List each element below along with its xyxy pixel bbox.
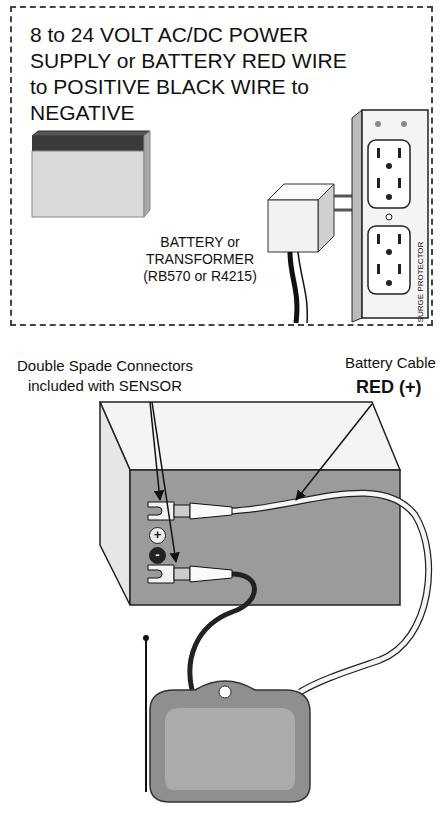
battery-face: +- [130, 470, 400, 605]
outlet-slot [377, 178, 380, 188]
outlet [368, 226, 410, 294]
sensor-housing [150, 681, 310, 802]
spec-text: 8 to 24 VOLT AC/DC POWER SUPPLY or BATTE… [30, 22, 360, 126]
transformer-front [268, 200, 318, 252]
battery-lid-top [32, 131, 150, 136]
outlet-ground [386, 163, 392, 169]
spade-connector [148, 565, 232, 583]
outlet-slot [398, 178, 401, 188]
red-cable-outline [232, 493, 429, 692]
polarity-sign: - [149, 547, 166, 564]
insulation-sleeve [190, 503, 232, 519]
indicator-dot [401, 121, 407, 127]
outlet-slot [398, 264, 401, 274]
red-cable [232, 493, 429, 692]
polarity-sign: + [149, 527, 166, 544]
spade-fork [148, 565, 174, 583]
outlet [368, 140, 410, 208]
outlet-slot [377, 148, 380, 158]
outlet-ground [386, 194, 392, 200]
outlet-ground [386, 249, 392, 255]
battery-top [100, 402, 400, 470]
battery-side [144, 131, 150, 217]
transformer [268, 184, 362, 323]
leader-arrow [296, 404, 372, 500]
outlet-slot [398, 148, 401, 158]
transformer-side [318, 184, 334, 252]
plate-screw [386, 214, 392, 220]
antenna [145, 640, 147, 792]
part-caption: BATTERY or TRANSFORMER (RB570 or R4215) [135, 234, 265, 285]
crimp-barrel [174, 505, 190, 517]
small-battery [32, 131, 150, 217]
surge-protector: SURGE PROTECTOR [355, 110, 431, 327]
crimp-barrel [174, 568, 190, 580]
battery-front [32, 151, 144, 217]
outlet-slot [377, 264, 380, 274]
spade-connector [148, 502, 232, 520]
antenna-tip [143, 635, 149, 641]
power-cord [290, 252, 297, 323]
leader-arrow [150, 402, 160, 500]
outlet-slot [398, 234, 401, 244]
indicator-dot [375, 121, 381, 127]
outlet-slot [377, 234, 380, 244]
surge-protector-art [352, 110, 428, 322]
callout-label: RED (+) [356, 376, 422, 398]
black-cable [190, 574, 255, 690]
power-cord [298, 252, 307, 323]
dashed-panel: 8 to 24 VOLT AC/DC POWER SUPPLY or BATTE… [10, 6, 433, 326]
battery-left-side [100, 402, 130, 605]
plate-side [352, 110, 362, 322]
callout-label: Battery Cable [345, 354, 436, 371]
battery-lid [32, 136, 144, 151]
sensor [143, 635, 310, 802]
spade-fork [148, 502, 174, 520]
callout-label: Double Spade Connectors included with SE… [5, 356, 205, 396]
vertical-label: SURGE PROTECTOR [416, 242, 425, 323]
sensor-face [165, 708, 295, 790]
mounting-hole [219, 686, 231, 698]
insulation-sleeve [190, 566, 232, 582]
large-battery [100, 402, 400, 605]
outlet-ground [386, 280, 392, 286]
